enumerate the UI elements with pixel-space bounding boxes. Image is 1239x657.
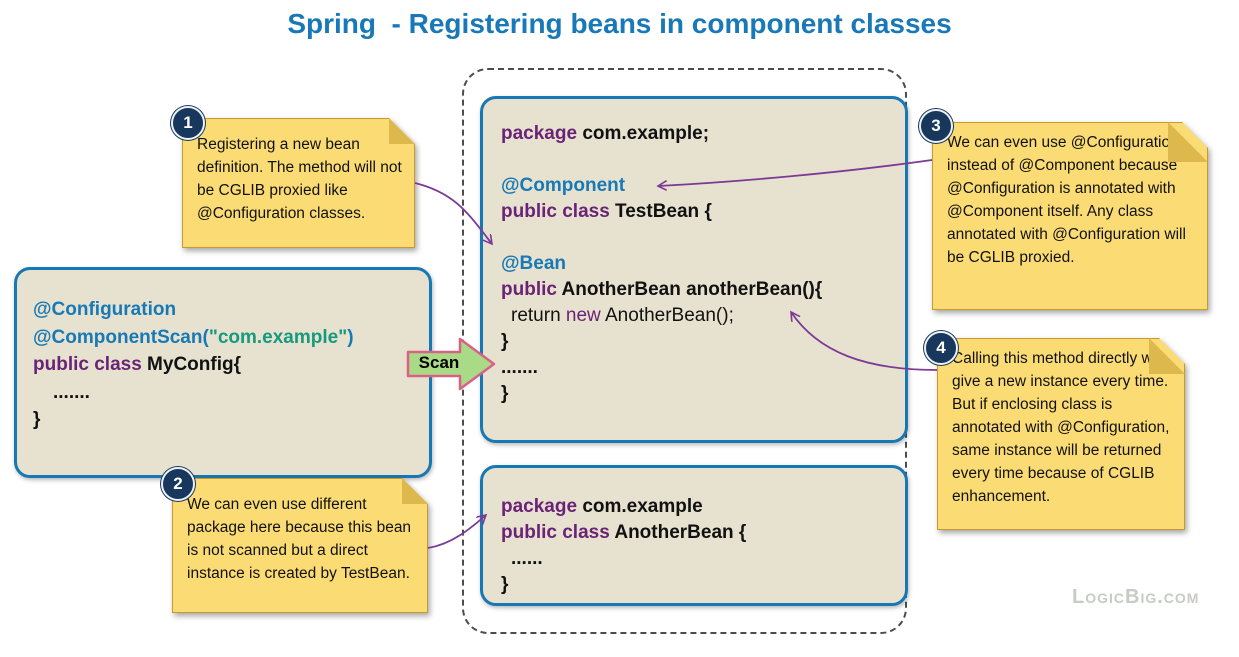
note-2-text: We can even use different package here b… — [187, 496, 412, 582]
note-1-number-badge: 1 — [171, 106, 205, 140]
string-token: "com.example" — [208, 326, 348, 348]
annotation-token: @Component — [501, 175, 626, 196]
anotherbean-code-box: package com.example public class Another… — [480, 465, 908, 606]
logicbig-watermark: LogicBig.com — [1072, 586, 1200, 608]
method-signature-token: AnotherBean anotherBean(){ — [561, 279, 823, 300]
scan-arrow: Scan — [406, 336, 498, 394]
class-name-token: AnotherBean { — [614, 522, 747, 543]
brace-token: } — [33, 409, 41, 430]
code-line: } — [501, 381, 905, 407]
keyword-token: new — [565, 305, 601, 326]
code-line: public AnotherBean anotherBean(){ — [501, 277, 905, 303]
code-line: @Configuration — [33, 296, 429, 324]
code-line: public class AnotherBean { — [501, 520, 905, 546]
keyword-token: public class — [501, 201, 616, 222]
code-line: } — [33, 406, 429, 434]
page-title: Spring - Registering beans in component … — [287, 8, 952, 39]
code-line: ....... — [33, 379, 429, 407]
note-4-number-badge: 4 — [924, 331, 958, 365]
annotation-token: @ComponentScan( — [33, 326, 209, 348]
note-1-text: Registering a new bean definition. The m… — [197, 136, 402, 222]
note-1: Registering a new bean definition. The m… — [182, 118, 415, 248]
ellipsis-token: ....... — [501, 357, 538, 378]
brace-token: } — [501, 383, 509, 404]
scan-arrow-icon — [406, 337, 496, 391]
note-3-number-badge: 3 — [919, 109, 953, 143]
note-3: We can even use @Configuration instead o… — [932, 122, 1208, 310]
code-line: return new AnotherBean(); — [501, 303, 905, 329]
note-2: We can even use different package here b… — [172, 478, 428, 613]
blank-line — [501, 147, 905, 173]
brace-token: } — [501, 331, 509, 352]
note-2-body: We can even use different package here b… — [172, 478, 428, 613]
note-4-body: Calling this method directly will give a… — [937, 338, 1185, 530]
ellipsis-token: ...... — [511, 548, 543, 569]
package-token: com.example — [582, 496, 703, 517]
code-line: ....... — [501, 355, 905, 381]
code-line: public class MyConfig{ — [33, 351, 429, 379]
ellipsis-token: ....... — [53, 381, 90, 403]
keyword-token: package — [501, 496, 583, 517]
code-line: } — [501, 329, 905, 355]
code-line: @ComponentScan("com.example") — [33, 324, 429, 352]
note-3-body: We can even use @Configuration instead o… — [932, 122, 1208, 310]
code-line: package com.example — [501, 494, 905, 520]
note-1-body: Registering a new bean definition. The m… — [182, 118, 415, 248]
myconfig-code-box: @Configuration @ComponentScan("com.examp… — [14, 267, 432, 478]
blank-line — [501, 225, 905, 251]
code-line: package com.example; — [501, 121, 905, 147]
keyword-token: public class — [33, 354, 148, 375]
keyword-token: public — [501, 279, 562, 300]
folded-corner-icon — [402, 478, 428, 504]
code-line: @Component — [501, 173, 905, 199]
note-4: Calling this method directly will give a… — [937, 338, 1185, 530]
annotation-token: @Configuration — [33, 299, 177, 320]
scan-arrow-label: Scan — [418, 353, 460, 372]
return-token: return — [511, 305, 566, 326]
note-3-text: We can even use @Configuration instead o… — [947, 134, 1186, 266]
package-token: com.example; — [582, 123, 710, 144]
code-line: public class TestBean { — [501, 199, 905, 225]
code-line: ...... — [501, 546, 905, 572]
annotation-token: @Bean — [501, 253, 566, 274]
note-4-text: Calling this method directly will give a… — [952, 350, 1170, 505]
code-line: } — [501, 572, 905, 598]
keyword-token: package — [501, 123, 583, 144]
class-name-token: MyConfig{ — [147, 354, 241, 375]
keyword-token: public class — [501, 522, 615, 543]
code-line: @Bean — [501, 251, 905, 277]
note-2-number-badge: 2 — [161, 467, 195, 501]
class-name-token: TestBean { — [615, 201, 712, 222]
testbean-code-box: package com.example; @Component public c… — [480, 96, 908, 443]
brace-token: } — [501, 574, 509, 595]
constructor-token: AnotherBean(); — [600, 305, 734, 326]
annotation-token: ) — [347, 326, 354, 348]
folded-corner-icon — [389, 118, 415, 144]
